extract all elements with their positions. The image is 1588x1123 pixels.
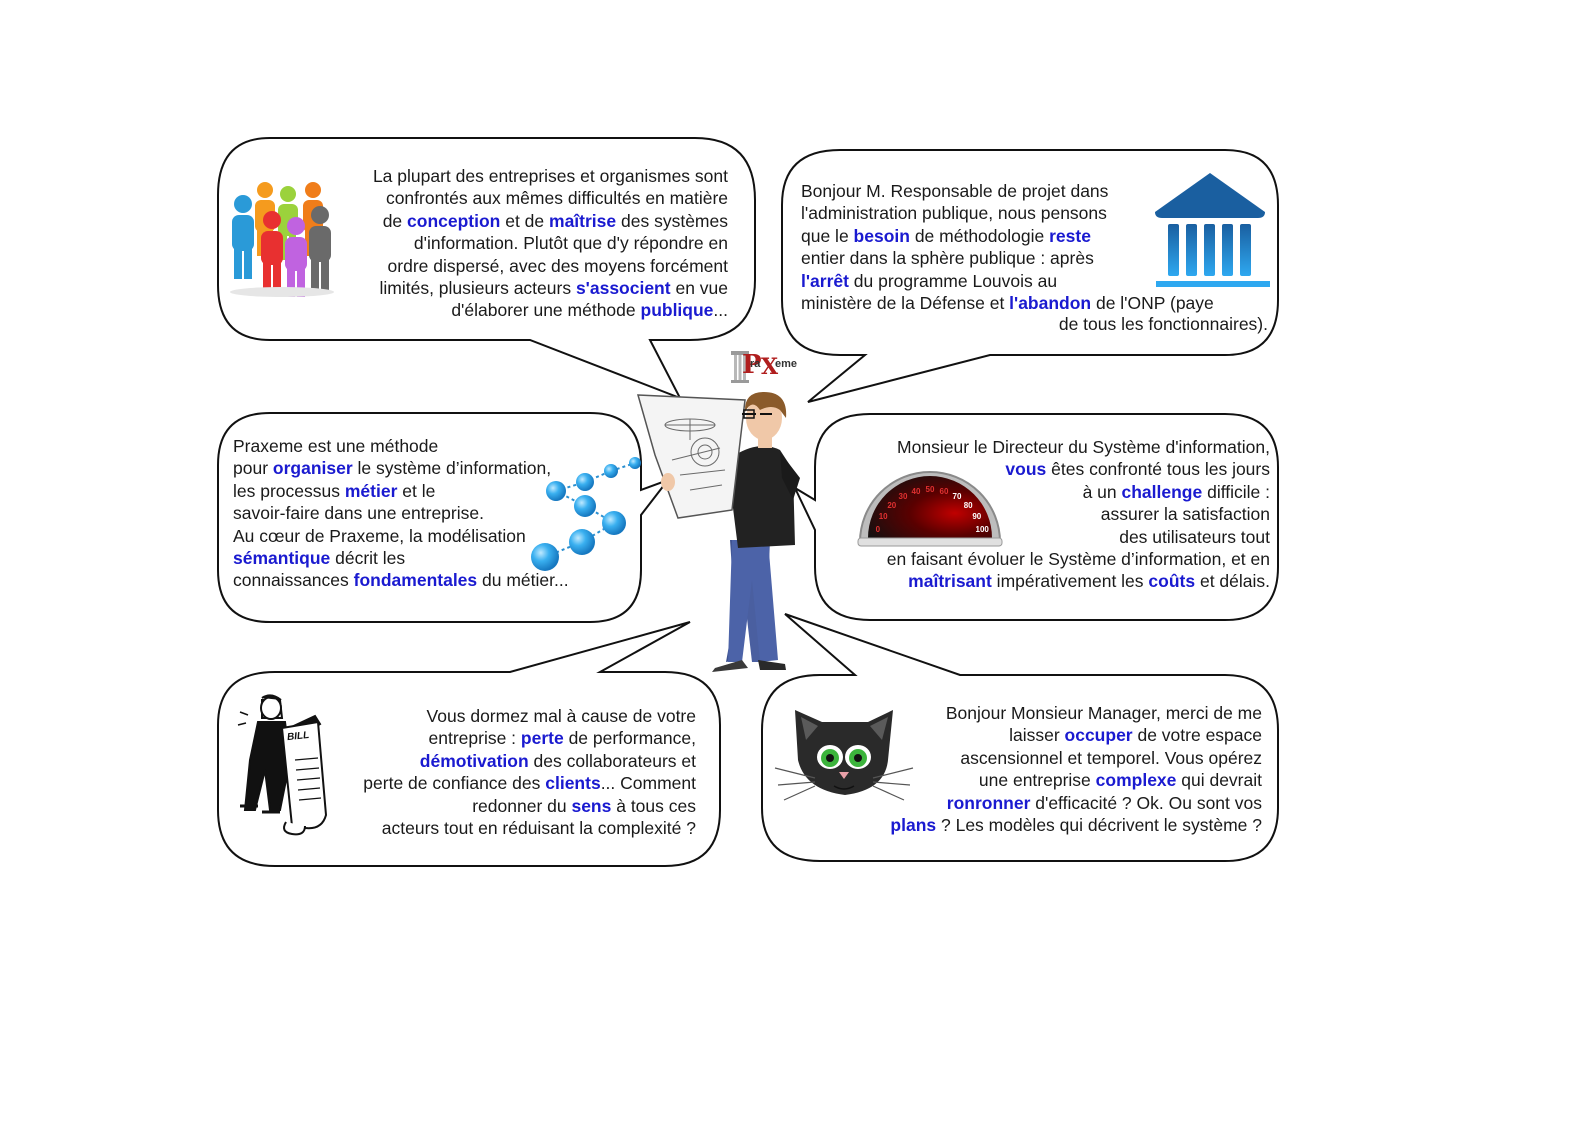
keyword: besoin (853, 225, 910, 246)
keyword: plans (890, 815, 937, 836)
molecule-network-icon (531, 457, 641, 571)
cat-face-icon (774, 710, 914, 801)
logo-letters-ra: ra (750, 358, 761, 370)
keyword: perte (520, 728, 564, 749)
logo-letter-p: P (742, 350, 762, 380)
gauge-label: 70 (953, 492, 962, 501)
bubble-bottom-left (217, 621, 721, 867)
gauge-label: 30 (899, 492, 908, 501)
bubble-top-left (217, 137, 756, 400)
keyword: l'abandon (1009, 293, 1092, 314)
keyword: vous (1005, 459, 1047, 480)
person-blue-left (232, 195, 254, 279)
bubble-middle-left (217, 412, 671, 623)
keyword: sémantique (233, 548, 331, 569)
keyword: challenge (1121, 481, 1203, 502)
keyword: organiser (272, 458, 353, 479)
public-building-icon (1155, 173, 1270, 287)
gauge-label: 60 (940, 487, 949, 496)
keyword: maîtrisant (908, 571, 992, 592)
keyword: reste (1049, 225, 1091, 246)
gauge-label: 80 (964, 501, 973, 510)
keyword: conception (407, 210, 501, 231)
gauge-label: 10 (879, 512, 888, 521)
keyword: sens (571, 795, 612, 816)
bubble-top-right-last-line: de tous les fonctionnaires). (1058, 314, 1268, 334)
keyword: complexe (1095, 770, 1177, 791)
keyword: démotivation (419, 750, 529, 771)
praxeme-logo: P ra X eme (730, 348, 800, 384)
gauge-label: 90 (972, 512, 981, 521)
keyword: l'arrêt (801, 270, 849, 291)
keyword: s'associent (575, 278, 671, 299)
logo-letters-eme: eme (775, 358, 798, 370)
bubble-middle-right-text: Monsieur le Directeur du Système d'infor… (886, 437, 1270, 592)
gauge-label: 40 (912, 487, 921, 496)
businessman-bill-icon (237, 694, 328, 836)
person-purple (285, 217, 307, 297)
keyword: publique (640, 300, 714, 321)
keyword: ronronner (946, 792, 1031, 813)
keyword: maîtrise (549, 210, 617, 231)
keyword: occuper (1064, 725, 1133, 746)
bubble-middle-right (792, 413, 1279, 621)
architect-man-illustration (636, 392, 800, 672)
keyword: clients (545, 773, 601, 794)
person-grey (309, 206, 331, 290)
bubble-bottom-right (761, 613, 1279, 862)
logo-letter-x: X (761, 354, 779, 380)
column-icon (731, 351, 749, 383)
gauge-label: 50 (926, 485, 935, 494)
person-red (261, 211, 283, 291)
gauge-label: 0 (876, 525, 881, 534)
people-group-icon (230, 182, 334, 297)
bill-label: BILL (286, 729, 310, 744)
keyword: coûts (1148, 571, 1196, 592)
keyword: métier (344, 480, 398, 501)
keyword: fondamentales (353, 570, 478, 591)
bubble-top-right (781, 149, 1279, 403)
gauge-label: 20 (887, 501, 896, 510)
bubble-top-left-text: La plupart des entreprises et organismes… (372, 166, 728, 321)
gauge-label: 100 (976, 525, 990, 534)
